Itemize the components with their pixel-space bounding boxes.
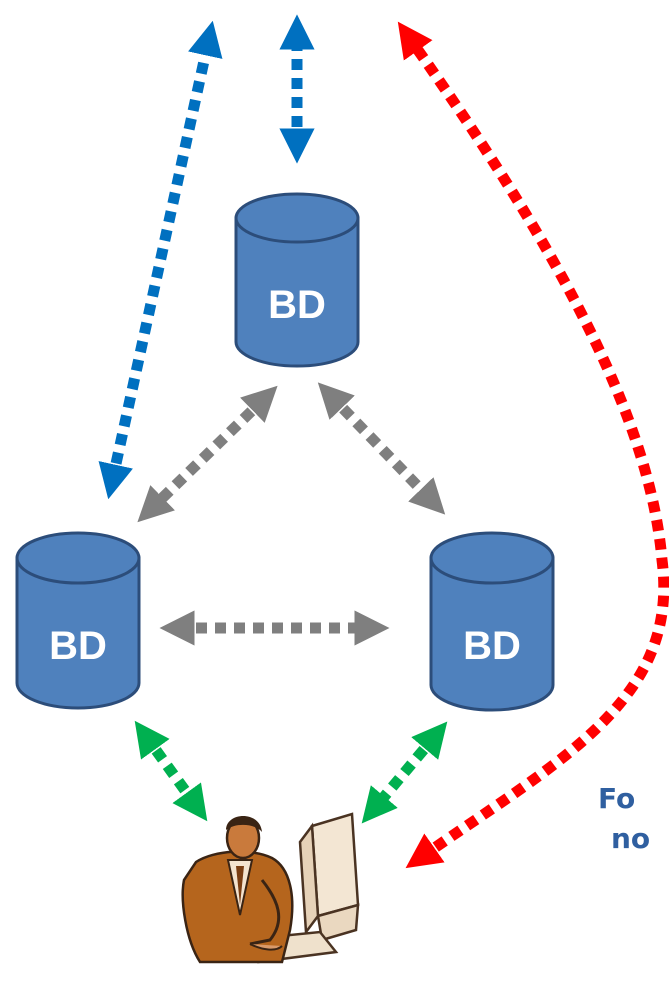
database-left-label: BD (49, 624, 107, 668)
database-top: BD (234, 192, 360, 368)
green-link-right-db-user (361, 721, 448, 824)
user-at-computer-icon (181, 812, 360, 964)
database-top-label: BD (268, 283, 326, 327)
blue-link-left-db-up (98, 20, 223, 500)
green-link-left-db-user (134, 720, 208, 822)
database-left: BD (15, 531, 141, 710)
gray-link-top-left (137, 385, 278, 523)
gray-link-top-right (317, 382, 446, 515)
database-right: BD (429, 531, 555, 712)
note-line-1: Fo (598, 782, 635, 815)
database-right-label: BD (463, 624, 521, 668)
red-link-user-up (397, 21, 669, 869)
note-line-2: no (611, 822, 650, 855)
